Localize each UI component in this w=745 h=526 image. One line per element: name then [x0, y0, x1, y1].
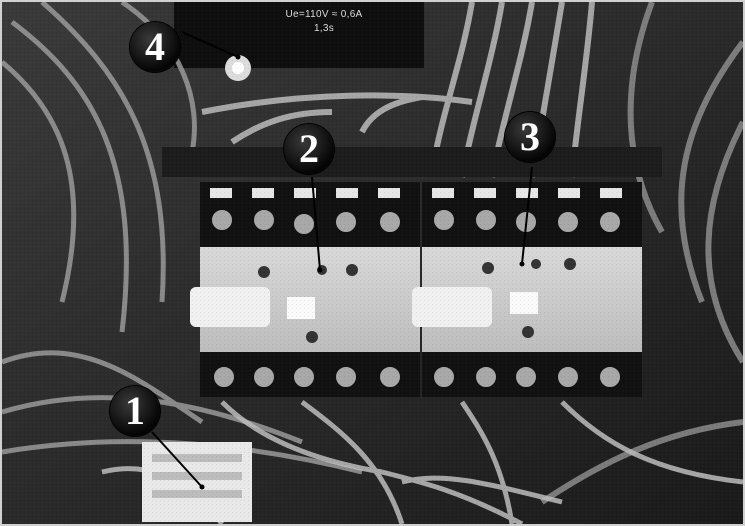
label-plate-line2: 1,3s [313, 23, 335, 34]
label-plate-line1: Ue=110V ≈ 0,6A [285, 9, 363, 20]
callout-4: 4 [130, 22, 180, 72]
callout-1: 1 [110, 386, 160, 436]
label-plate-text: Ue=110V ≈ 0,6A 1,3s [264, 8, 384, 36]
callout-3: 3 [505, 112, 555, 162]
callout-2: 2 [284, 124, 334, 174]
callout-leaders [151, 31, 533, 488]
